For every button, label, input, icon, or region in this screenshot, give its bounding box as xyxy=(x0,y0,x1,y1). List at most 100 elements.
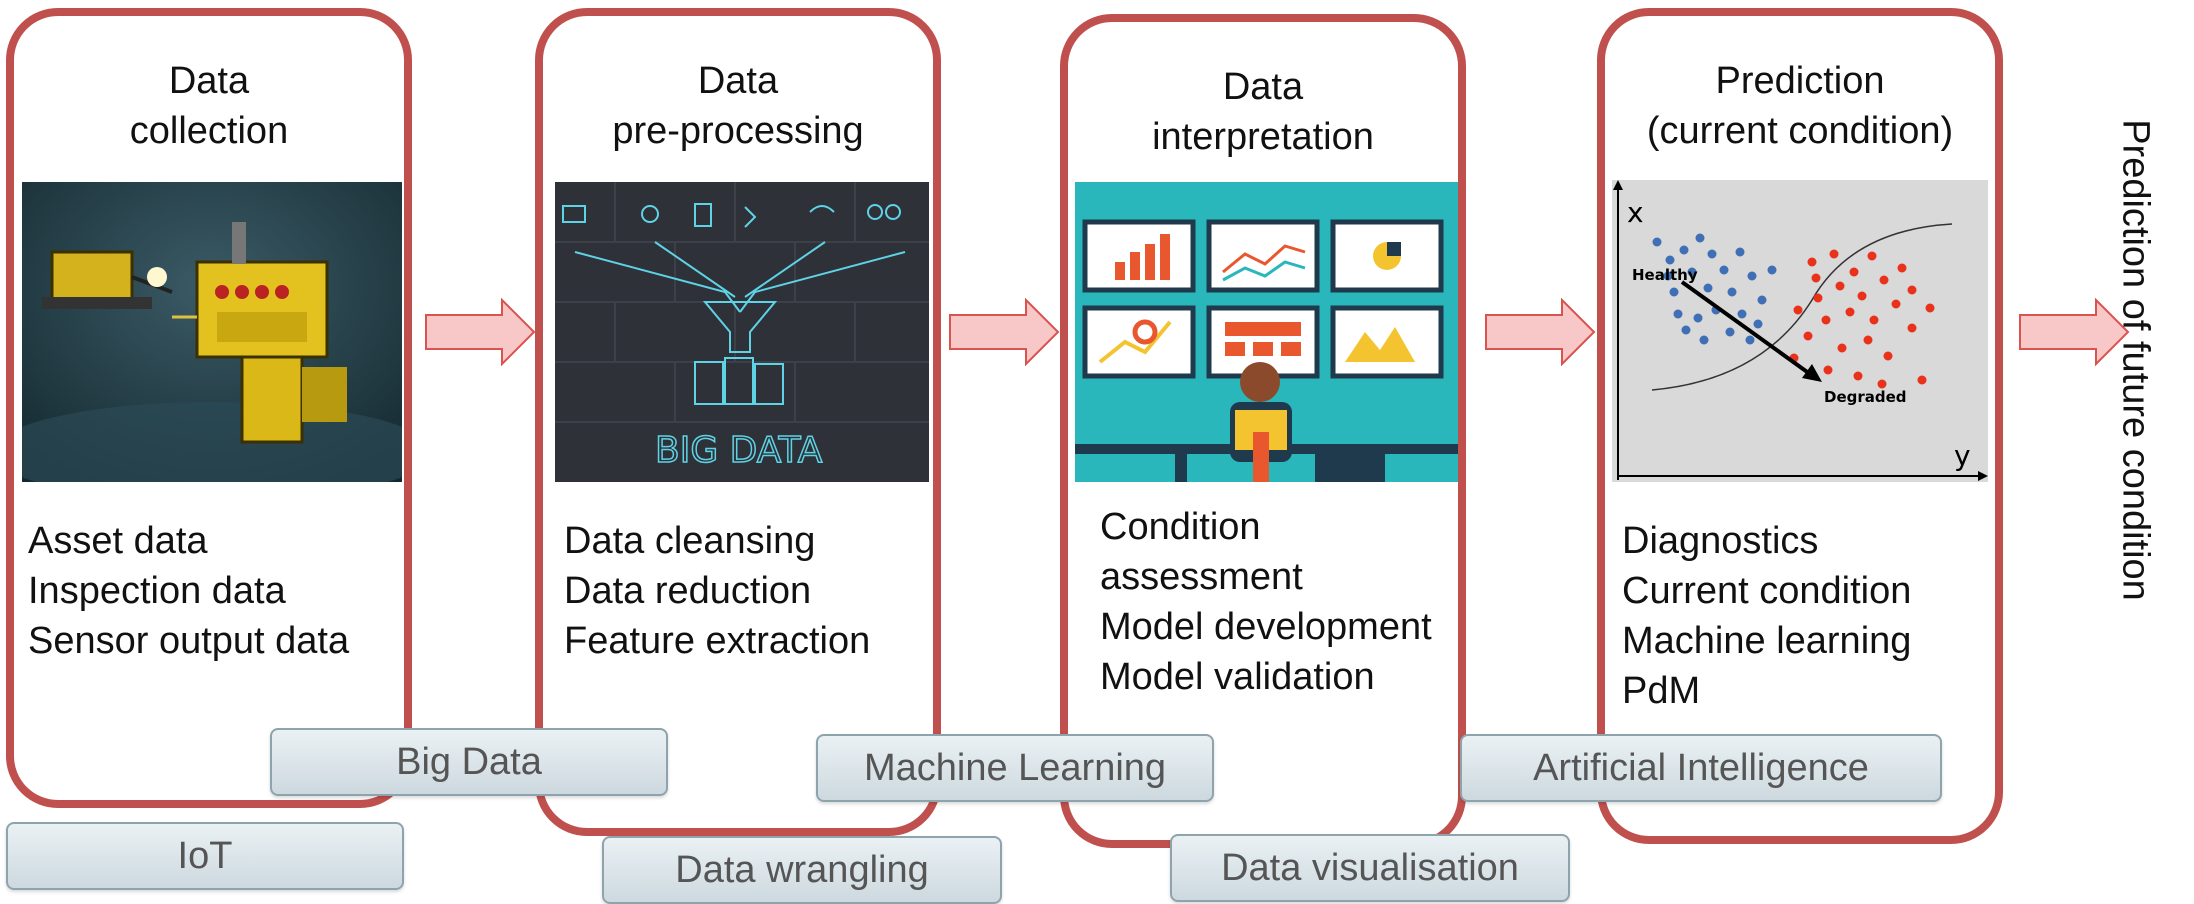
scatter-point xyxy=(1907,323,1917,333)
plot-y-label: y xyxy=(1954,439,1971,472)
scatter-point xyxy=(1663,271,1673,281)
scatter-point xyxy=(1703,283,1713,293)
stage-title: Data interpretation xyxy=(1068,62,1458,162)
scatter-point xyxy=(1863,335,1873,345)
stage-item: Sensor output data xyxy=(28,620,350,662)
stage-title-line: Data xyxy=(168,60,250,102)
scatter-point xyxy=(1669,287,1679,297)
big-data-image: BIG DATA xyxy=(555,182,929,482)
scatter-point xyxy=(1853,371,1863,381)
plot-x-label: x xyxy=(1627,196,1644,229)
stage-items: Asset data Inspection data Sensor output… xyxy=(28,516,349,666)
dashboard-illustration xyxy=(1075,219,1458,482)
tag-big-data: Big Data xyxy=(270,728,668,796)
scatter-point xyxy=(1837,343,1847,353)
stage-title-line: interpretation xyxy=(1152,116,1374,158)
scatter-point xyxy=(1719,265,1729,275)
flow-arrow xyxy=(949,298,1060,366)
scatter-point xyxy=(1747,271,1757,281)
scatter-point xyxy=(1725,327,1735,337)
axis-arrowhead xyxy=(1978,471,1988,481)
decision-boundary xyxy=(1651,223,1953,391)
scatter-point xyxy=(1857,291,1867,301)
stage-item: Inspection data xyxy=(28,570,286,612)
scatter-point xyxy=(1735,247,1745,257)
scatter-point xyxy=(1665,255,1675,265)
stage-item: Data cleansing xyxy=(564,520,816,562)
scatter-point xyxy=(1673,309,1683,319)
tag-artificial-intelligence: Artificial Intelligence xyxy=(1460,734,1942,802)
scatter-point xyxy=(1821,315,1831,325)
scatter-point xyxy=(1845,307,1855,317)
stage-title-line: Data xyxy=(1222,66,1304,108)
stage-item: Model validation xyxy=(1100,656,1375,698)
scatter-point xyxy=(1699,335,1709,345)
scatter-point xyxy=(1753,319,1763,329)
scatter-point xyxy=(1695,233,1705,243)
stage-title-line: Data xyxy=(697,60,779,102)
classification-plot: x y Healthy Degraded xyxy=(1612,180,1988,482)
scatter-point xyxy=(1867,251,1877,261)
scatter-point xyxy=(1737,309,1747,319)
scatter-point xyxy=(1823,365,1833,375)
rov-illustration xyxy=(22,182,402,482)
scatter-point xyxy=(1803,331,1813,341)
scatter-point xyxy=(1745,335,1755,345)
scatter-point xyxy=(1917,375,1927,385)
scatter-point xyxy=(1925,303,1935,313)
big-data-illustration: BIG DATA xyxy=(555,182,929,472)
stage-items: Data cleansing Data reduction Feature ex… xyxy=(564,516,870,666)
future-condition-label: Prediction of future condition xyxy=(2114,119,2157,601)
stage-item: Model development xyxy=(1100,606,1432,648)
scatter-point xyxy=(1897,263,1907,273)
tag-machine-learning: Machine Learning xyxy=(816,734,1214,802)
stage-item: Diagnostics xyxy=(1622,520,1819,562)
stage-title: Prediction (current condition) xyxy=(1605,56,1995,156)
big-data-image-text: BIG DATA xyxy=(655,430,823,471)
stage-items: Condition assessment Model development M… xyxy=(1100,502,1432,702)
scatter-point xyxy=(1681,325,1691,335)
stage-items: Diagnostics Current condition Machine le… xyxy=(1622,516,1911,716)
degradation-arrow xyxy=(1680,280,1812,376)
scatter-point xyxy=(1727,287,1737,297)
stage-item: Asset data xyxy=(28,520,208,562)
tag-data-wrangling: Data wrangling xyxy=(602,836,1002,904)
flow-arrow xyxy=(425,298,536,366)
tag-iot: IoT xyxy=(6,822,404,890)
scatter-point xyxy=(1767,265,1777,275)
scatter-point xyxy=(1883,351,1893,361)
scatter-point xyxy=(1679,245,1689,255)
stage-title-line: collection xyxy=(129,110,289,152)
stage-item: Feature extraction xyxy=(564,620,871,662)
classification-plot-svg: x y Healthy Degraded xyxy=(1613,180,1988,481)
stage-item: Condition xyxy=(1100,506,1261,548)
stage-title: Data pre-processing xyxy=(543,56,933,156)
axis-arrowhead xyxy=(1613,180,1623,190)
scatter-point xyxy=(1879,275,1889,285)
stage-item: Data reduction xyxy=(564,570,812,612)
data-points xyxy=(1652,233,1935,389)
stage-item: Machine learning xyxy=(1622,620,1912,662)
flow-arrow xyxy=(1485,298,1596,366)
scatter-point xyxy=(1907,285,1917,295)
healthy-label: Healthy xyxy=(1632,266,1698,284)
degradation-arrowhead xyxy=(1802,364,1822,382)
scatter-point xyxy=(1707,249,1717,259)
scatter-point xyxy=(1829,249,1839,259)
scatter-point xyxy=(1693,313,1703,323)
stage-title-line: pre-processing xyxy=(612,110,864,152)
scatter-point xyxy=(1687,267,1697,277)
stage-item: assessment xyxy=(1100,556,1303,598)
scatter-point xyxy=(1869,315,1879,325)
flow-arrow xyxy=(2019,298,2130,366)
stage-title: Data collection xyxy=(14,56,404,156)
stage-item: PdM xyxy=(1622,670,1701,712)
stage-title-line: Prediction xyxy=(1715,60,1885,102)
stage-item: Current condition xyxy=(1622,570,1912,612)
scatter-point xyxy=(1849,267,1859,277)
scatter-point xyxy=(1811,273,1821,283)
tag-data-visualisation: Data visualisation xyxy=(1170,834,1570,902)
scatter-point xyxy=(1813,293,1823,303)
degraded-label: Degraded xyxy=(1824,388,1907,406)
scatter-point xyxy=(1891,299,1901,309)
